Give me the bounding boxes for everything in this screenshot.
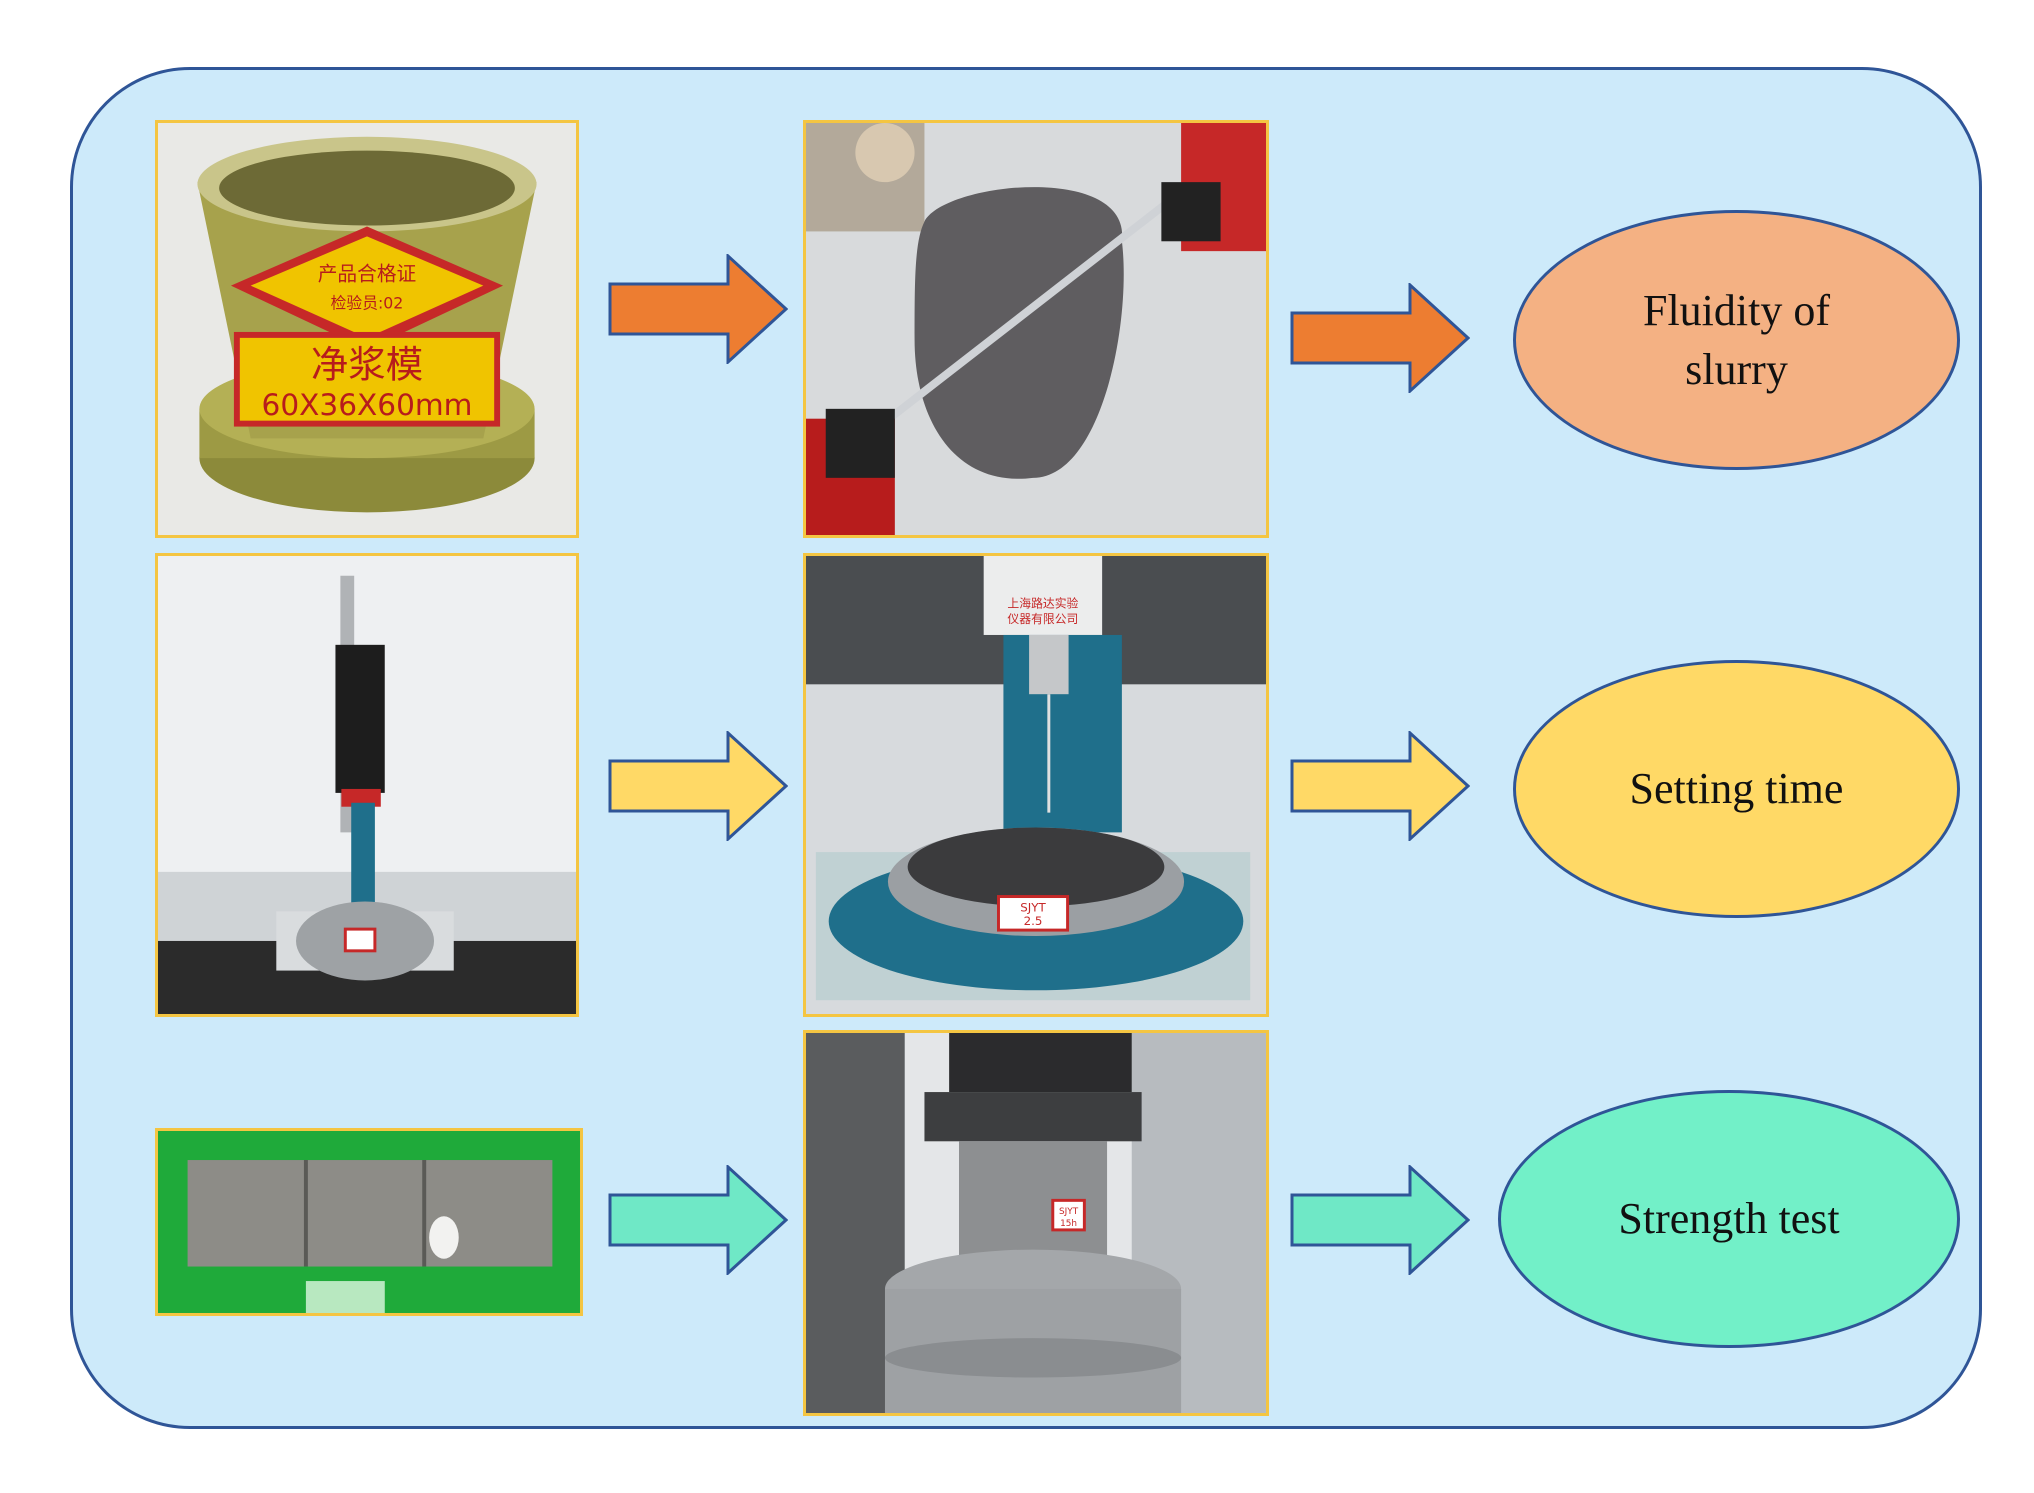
photo-compression-press: SJYT 15h bbox=[803, 1030, 1269, 1416]
arrow-row3-b bbox=[1290, 1165, 1470, 1275]
cone-label-title: 净浆模 bbox=[311, 342, 423, 386]
cone-label-cert: 产品合格证 bbox=[318, 263, 417, 286]
arrow-row1-a bbox=[608, 254, 788, 364]
arrow-row2-a bbox=[608, 731, 788, 841]
press-specimen-line2: 15h bbox=[1060, 1219, 1077, 1229]
photo-vicat-apparatus bbox=[155, 553, 579, 1017]
cone-label-inspector: 检验员:02 bbox=[331, 293, 404, 312]
arrow-row2-b bbox=[1290, 731, 1470, 841]
vicat-specimen-line2: 2.5 bbox=[1024, 914, 1043, 928]
vicat-plate-line2: 仪器有限公司 bbox=[1007, 612, 1078, 626]
result-fluidity-label: Fluidity of slurry bbox=[1642, 285, 1831, 394]
result-fluidity: Fluidity of slurry bbox=[1513, 210, 1960, 470]
vicat-plate-line1: 上海路达实验 bbox=[1007, 596, 1078, 610]
result-setting-time-label: Setting time bbox=[1629, 764, 1844, 814]
result-setting-time: Setting time bbox=[1513, 660, 1960, 918]
cone-label-size: 60X36X60mm bbox=[262, 388, 473, 422]
photo-vicat-needle-closeup: 上海路达实验 仪器有限公司 SJYT 2.5 bbox=[803, 553, 1269, 1017]
photo-cone-mold: 产品合格证 检验员:02 净浆模 60X36X60mm bbox=[155, 120, 579, 538]
arrow-row1-b bbox=[1290, 283, 1470, 393]
photo-slurry-spread bbox=[803, 120, 1269, 538]
press-specimen-line1: SJYT bbox=[1059, 1207, 1079, 1217]
arrow-row3-a bbox=[608, 1165, 788, 1275]
result-strength-test-label: Strength test bbox=[1618, 1194, 1840, 1244]
vicat-specimen-line1: SJYT bbox=[1020, 900, 1046, 914]
result-strength-test: Strength test bbox=[1498, 1090, 1960, 1348]
photo-cube-mold bbox=[155, 1128, 583, 1316]
